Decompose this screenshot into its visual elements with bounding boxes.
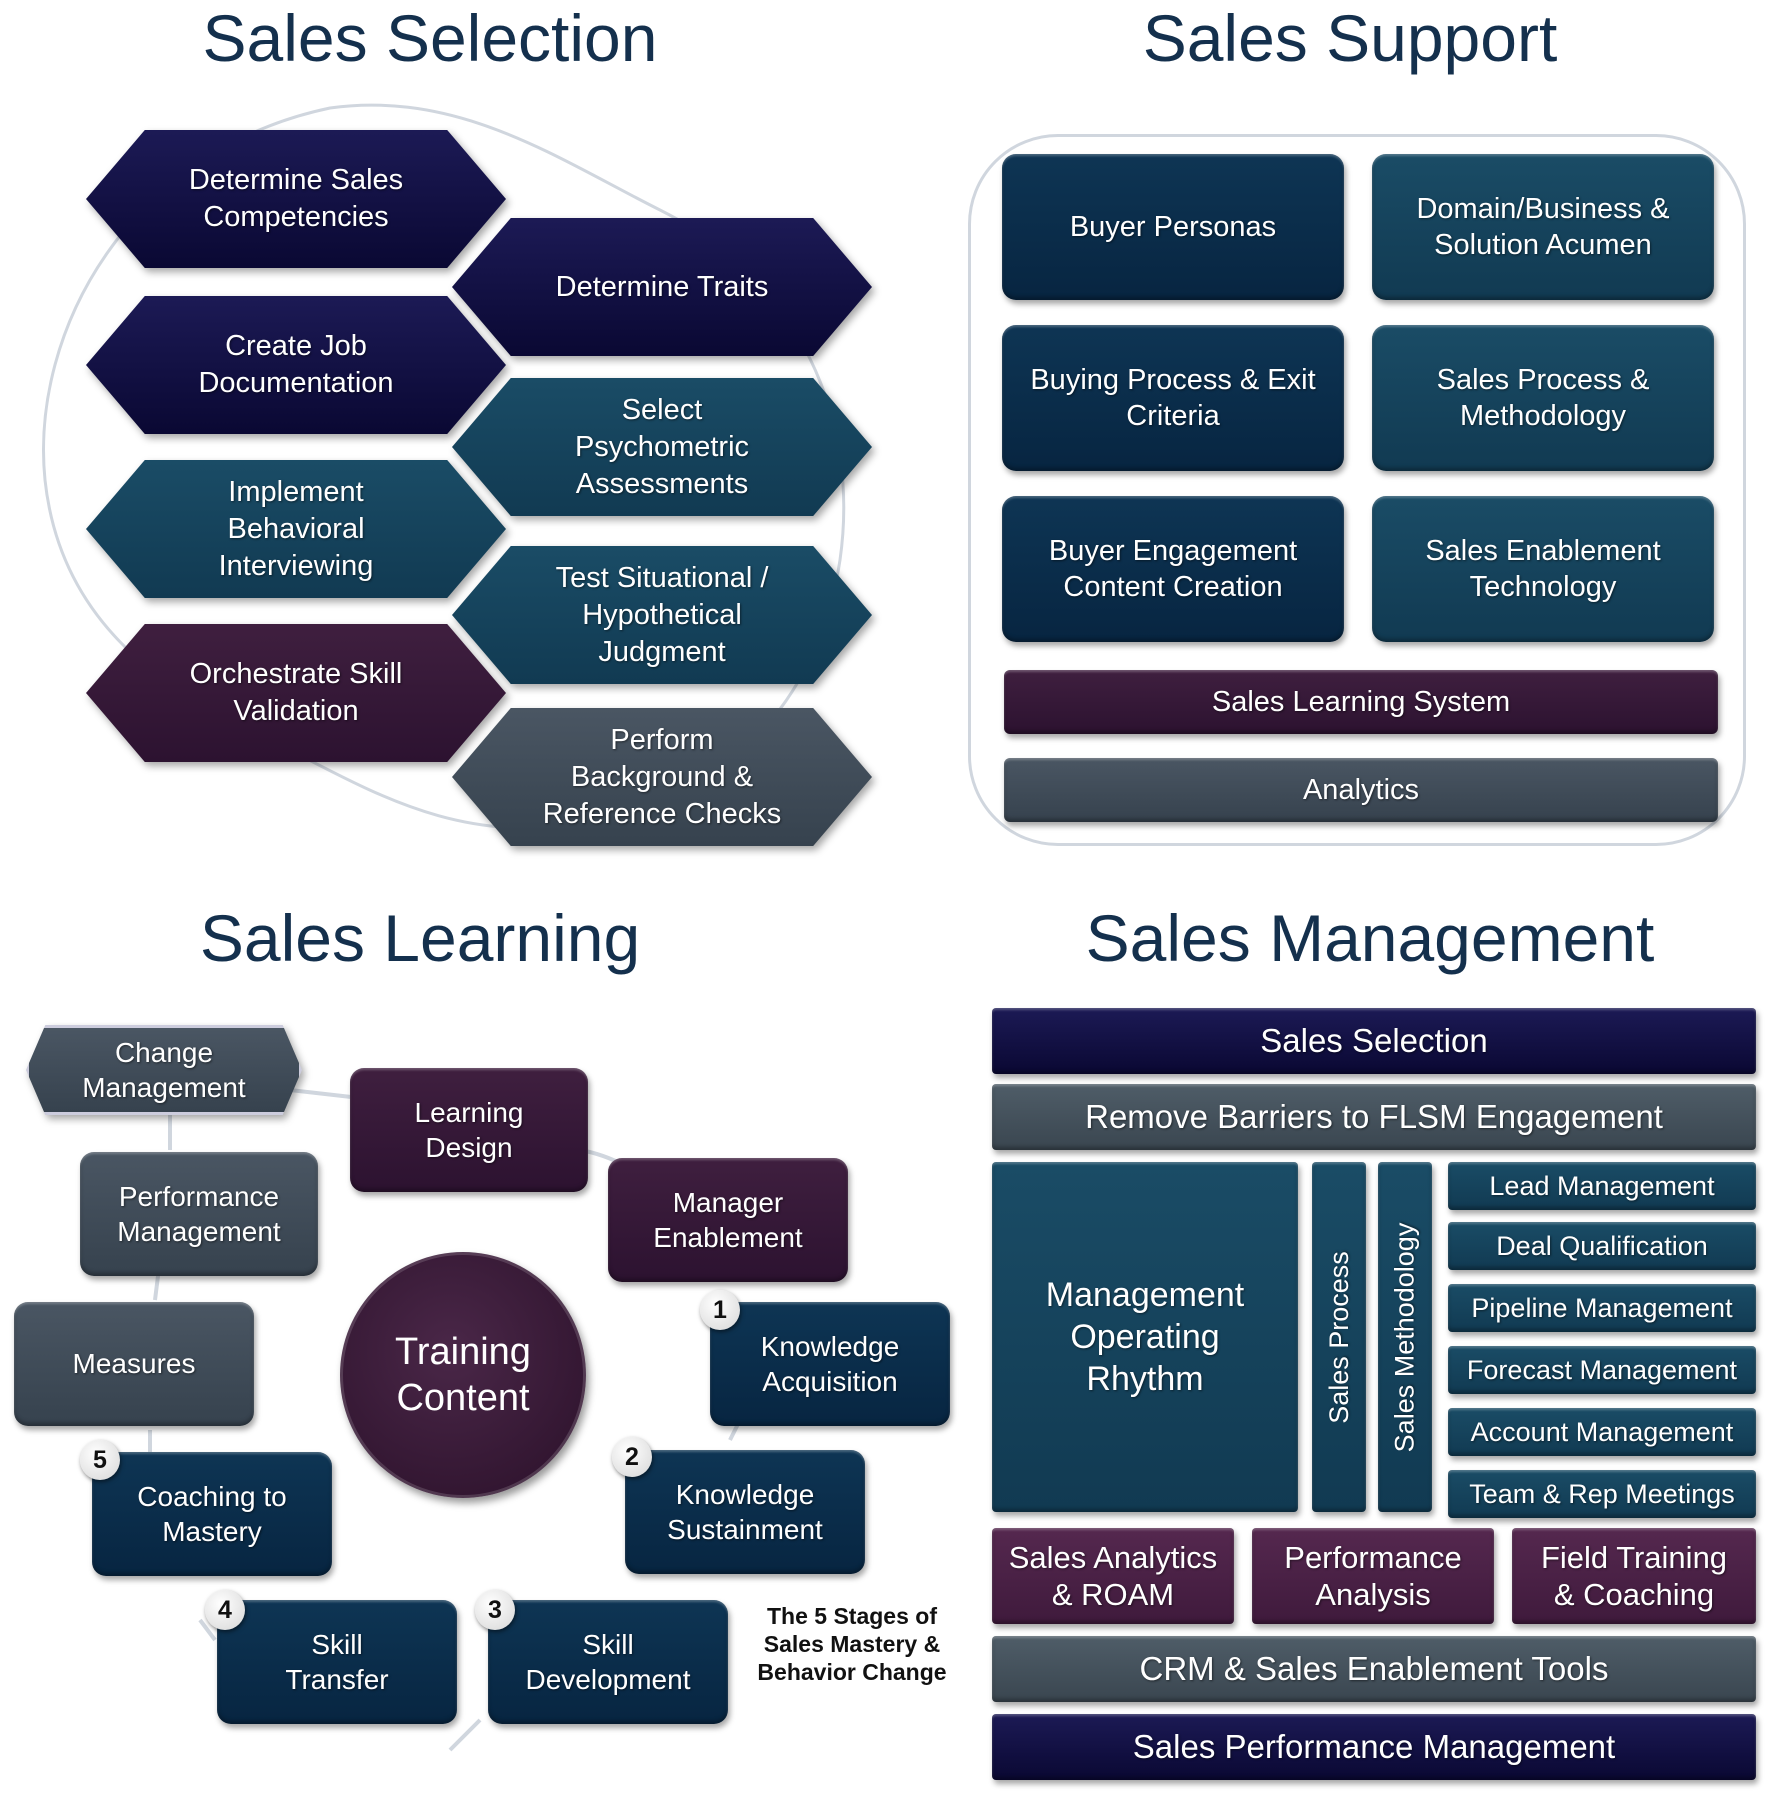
learning-skill-transfer[interactable]: Skill Transfer	[217, 1600, 457, 1724]
training-content-label: Training Content	[395, 1331, 531, 1419]
list-label: Deal Qualification	[1496, 1230, 1708, 1261]
row-label: Field Training & Coaching	[1540, 1540, 1728, 1612]
learning-change-management[interactable]: Change Management	[26, 1025, 302, 1115]
support-buyer-engagement-content[interactable]: Buyer Engagement Content Creation	[1002, 496, 1344, 642]
hex-select-psychometric-assessments[interactable]: Select Psychometric Assessments	[452, 378, 872, 516]
mgmt-sales-analytics-roam[interactable]: Sales Analytics & ROAM	[992, 1528, 1234, 1624]
learning-coaching-to-mastery[interactable]: Coaching to Mastery	[92, 1452, 332, 1576]
box-label: Manager Enablement	[653, 1187, 803, 1253]
stage-badge-5: 5	[80, 1440, 120, 1480]
list-label: Team & Rep Meetings	[1469, 1478, 1735, 1509]
mgmt-operating-rhythm[interactable]: Management Operating Rhythm	[992, 1162, 1298, 1512]
box-label: Coaching to Mastery	[137, 1481, 287, 1547]
learning-knowledge-sustainment[interactable]: Knowledge Sustainment	[625, 1450, 865, 1574]
mgmt-team-rep-meetings[interactable]: Team & Rep Meetings	[1448, 1470, 1756, 1518]
hex-determine-traits[interactable]: Determine Traits	[452, 218, 872, 356]
vertical-label: Sales Methodology	[1389, 1222, 1420, 1452]
hex-label: Create Job Documentation	[198, 330, 394, 399]
mgmt-crm-tools-bar[interactable]: CRM & Sales Enablement Tools	[992, 1636, 1756, 1702]
list-label: Pipeline Management	[1471, 1292, 1733, 1323]
box-label: Domain/Business & Solution Acumen	[1416, 193, 1670, 261]
hex-perform-background-checks[interactable]: Perform Background & Reference Checks	[452, 708, 872, 846]
row-label: Performance Analysis	[1284, 1540, 1462, 1612]
rhythm-label: Management Operating Rhythm	[1045, 1276, 1245, 1398]
stage-badge-3: 3	[475, 1590, 515, 1630]
bar-label: CRM & Sales Enablement Tools	[1139, 1650, 1609, 1687]
mgmt-sales-performance-management-bar[interactable]: Sales Performance Management	[992, 1714, 1756, 1780]
support-domain-acumen[interactable]: Domain/Business & Solution Acumen	[1372, 154, 1714, 300]
hex-test-situational-judgment[interactable]: Test Situational / Hypothetical Judgment	[452, 546, 872, 684]
hex-label: Perform Background & Reference Checks	[542, 723, 782, 830]
training-content-circle[interactable]: Training Content	[340, 1252, 586, 1498]
support-sales-enablement-technology[interactable]: Sales Enablement Technology	[1372, 496, 1714, 642]
stage-badge-2: 2	[612, 1437, 652, 1477]
learning-performance-management[interactable]: Performance Management	[80, 1152, 318, 1276]
support-outline	[968, 134, 1746, 846]
learning-skill-development[interactable]: Skill Development	[488, 1600, 728, 1724]
hex-create-job-documentation[interactable]: Create Job Documentation	[86, 296, 506, 434]
sales-selection-title: Sales Selection	[202, 1, 658, 75]
sales-learning-title: Sales Learning	[199, 901, 641, 975]
bar-label: Sales Performance Management	[1132, 1728, 1616, 1765]
box-label: Sales Enablement Technology	[1425, 535, 1661, 603]
learning-knowledge-acquisition[interactable]: Knowledge Acquisition	[710, 1302, 950, 1426]
box-label: Skill Development	[525, 1629, 691, 1695]
mgmt-remove-barriers-bar[interactable]: Remove Barriers to FLSM Engagement	[992, 1084, 1756, 1150]
five-stages-caption: The 5 Stages of Sales Mastery & Behavior…	[757, 1603, 947, 1685]
box-label: Skill Transfer	[285, 1629, 389, 1695]
list-label: Account Management	[1470, 1416, 1734, 1447]
sales-support-title: Sales Support	[1142, 1, 1558, 75]
mgmt-pipeline-management[interactable]: Pipeline Management	[1448, 1284, 1756, 1332]
hex-label: Test Situational / Hypothetical Judgment	[555, 561, 769, 668]
box-label: Performance Management	[117, 1181, 281, 1247]
box-label: Knowledge Acquisition	[760, 1331, 900, 1397]
mgmt-field-training-coaching[interactable]: Field Training & Coaching	[1512, 1528, 1756, 1624]
hex-label: Select Psychometric Assessments	[574, 393, 750, 500]
vertical-label: Sales Process	[1323, 1250, 1354, 1424]
learning-manager-enablement[interactable]: Manager Enablement	[608, 1158, 848, 1282]
mgmt-performance-analysis[interactable]: Performance Analysis	[1252, 1528, 1494, 1624]
box-label: Knowledge Sustainment	[667, 1479, 823, 1545]
hex-implement-behavioral-interviewing[interactable]: Implement Behavioral Interviewing	[86, 460, 506, 598]
hex-label: Determine Traits	[555, 270, 769, 303]
box-label: Buying Process & Exit Criteria	[1030, 364, 1316, 432]
mgmt-sales-methodology-vertical[interactable]: Sales Methodology	[1378, 1162, 1432, 1512]
bar-label: Sales Selection	[1260, 1022, 1488, 1059]
box-label: Measures	[72, 1348, 196, 1379]
list-label: Forecast Management	[1466, 1354, 1738, 1385]
bar-label: Analytics	[1302, 773, 1420, 806]
hex-determine-sales-competencies[interactable]: Determine Sales Competencies	[86, 130, 506, 268]
hex-label: Implement Behavioral Interviewing	[218, 475, 374, 582]
support-analytics-bar[interactable]: Analytics	[1004, 758, 1718, 822]
mgmt-sales-selection-bar[interactable]: Sales Selection	[992, 1008, 1756, 1074]
box-label: Buyer Engagement Content Creation	[1048, 535, 1298, 603]
box-label: Sales Process & Methodology	[1436, 364, 1650, 432]
support-sales-learning-system-bar[interactable]: Sales Learning System	[1004, 670, 1718, 734]
hex-orchestrate-skill-validation[interactable]: Orchestrate Skill Validation	[86, 624, 506, 762]
support-buyer-personas[interactable]: Buyer Personas	[1002, 154, 1344, 300]
support-sales-process-methodology[interactable]: Sales Process & Methodology	[1372, 325, 1714, 471]
mgmt-sales-process-vertical[interactable]: Sales Process	[1312, 1162, 1366, 1512]
box-label: Buyer Personas	[1069, 210, 1277, 243]
list-label: Lead Management	[1489, 1170, 1715, 1201]
sales-management-title: Sales Management	[1085, 901, 1655, 975]
support-buying-process[interactable]: Buying Process & Exit Criteria	[1002, 325, 1344, 471]
mgmt-deal-qualification[interactable]: Deal Qualification	[1448, 1222, 1756, 1270]
stage-badge-4: 4	[205, 1590, 245, 1630]
learning-learning-design[interactable]: Learning Design	[350, 1068, 588, 1192]
row-label: Sales Analytics & ROAM	[1008, 1540, 1218, 1612]
mgmt-account-management[interactable]: Account Management	[1448, 1408, 1756, 1456]
stage-badge-1: 1	[700, 1290, 740, 1330]
box-label: Learning Design	[414, 1097, 524, 1163]
mgmt-lead-management[interactable]: Lead Management	[1448, 1162, 1756, 1210]
bar-label: Remove Barriers to FLSM Engagement	[1085, 1098, 1663, 1135]
hex-label: Orchestrate Skill Validation	[189, 658, 403, 727]
learning-measures[interactable]: Measures	[14, 1302, 254, 1426]
hex-label: Determine Sales Competencies	[188, 164, 404, 233]
mgmt-forecast-management[interactable]: Forecast Management	[1448, 1346, 1756, 1394]
bar-label: Sales Learning System	[1211, 685, 1511, 718]
box-label: Change Management	[82, 1037, 246, 1103]
